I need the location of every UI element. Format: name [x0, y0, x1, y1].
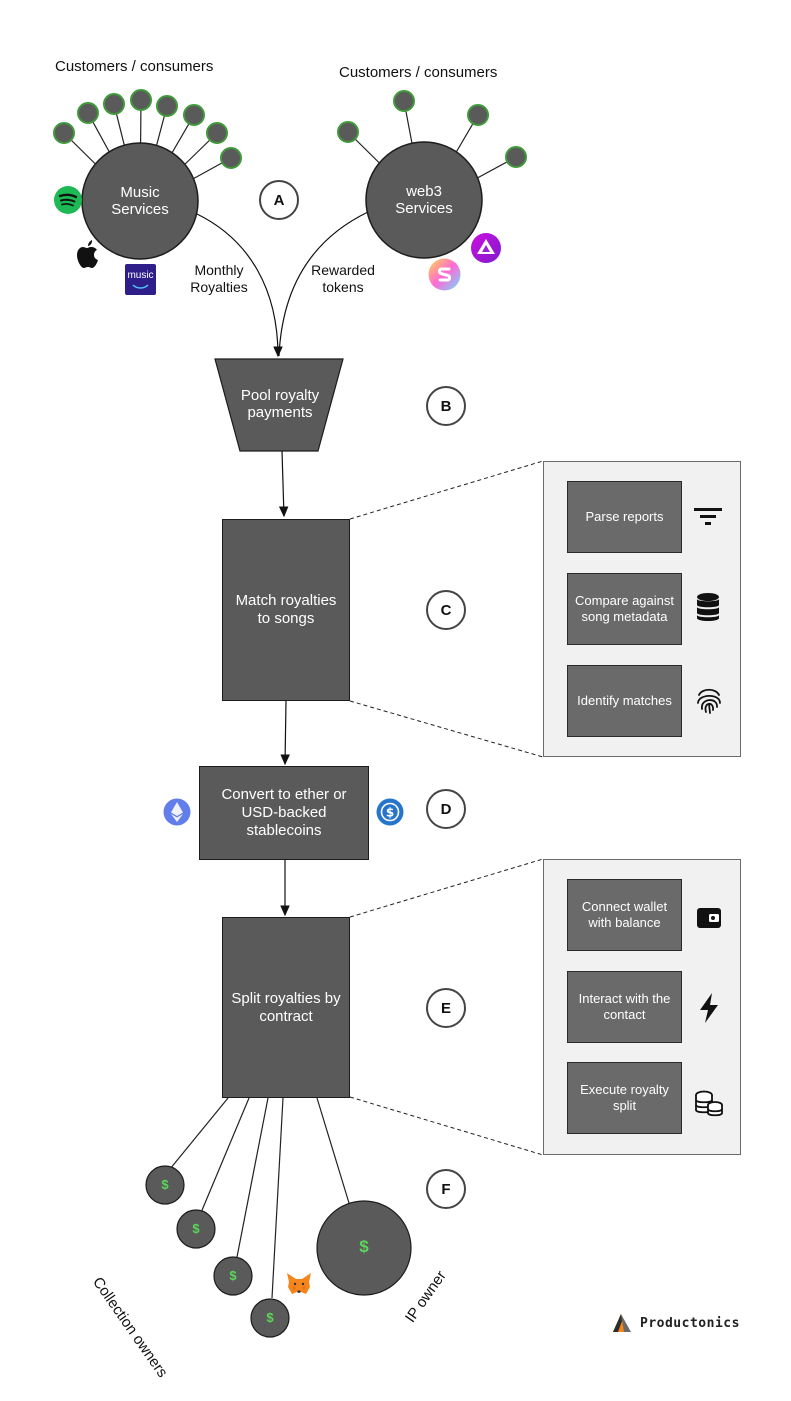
- customer-node: [77, 102, 99, 124]
- step-letter-e: E: [426, 988, 466, 1028]
- step-letter-c: C: [426, 590, 466, 630]
- usdc-icon: $: [376, 798, 404, 826]
- customer-node: [220, 147, 242, 169]
- dollar-sign: $: [266, 1310, 274, 1325]
- customers-label-left: Customers / consumers: [55, 58, 214, 75]
- amazon-music-badge-text: music: [127, 270, 154, 281]
- pool-to-match-arrow: [278, 450, 289, 518]
- dollar-sign: $: [161, 1177, 169, 1192]
- dollar-sign-large: $: [359, 1237, 369, 1256]
- dollar-sign: $: [229, 1268, 237, 1283]
- web3-services-hub: [365, 141, 483, 259]
- web3-customer-nodes: [337, 90, 527, 168]
- customers-label-right: Customers / consumers: [339, 64, 498, 81]
- ethereum-icon: [163, 798, 191, 826]
- identify-matches-step: Identify matches: [567, 665, 682, 737]
- convert-box: Convert to ether or USD-backed stablecoi…: [199, 766, 369, 860]
- lightning-icon: [700, 993, 718, 1023]
- step-letter-f: F: [426, 1169, 466, 1209]
- sound-xyz-icon: [428, 258, 461, 291]
- parse-reports-step: Parse reports: [567, 481, 682, 553]
- customer-node: [467, 104, 489, 126]
- fingerprint-icon: [697, 688, 721, 714]
- payout-lines: [169, 1097, 350, 1299]
- customer-node: [130, 89, 152, 111]
- collection-owner-node: [213, 1256, 253, 1296]
- customer-node: [337, 121, 359, 143]
- pool-label: Pool royalty payments: [240, 387, 320, 421]
- dollar-sign: $: [192, 1221, 200, 1236]
- spotify-icon: [54, 186, 82, 214]
- pool-trapezoid: [214, 358, 344, 452]
- connect-wallet-step: Connect wallet with balance: [567, 879, 682, 951]
- collection-owner-node: [250, 1298, 290, 1338]
- monthly-royalties-label: Monthly Royalties: [190, 262, 248, 295]
- music-services-hub: [81, 142, 199, 260]
- productonics-brand: Productonics: [640, 1316, 740, 1331]
- collection-owner-node: [176, 1209, 216, 1249]
- customer-node: [53, 122, 75, 144]
- amazon-smile-icon: [132, 284, 149, 289]
- customer-node: [183, 104, 205, 126]
- music-customer-nodes: [53, 89, 242, 169]
- coins-icon: [695, 1090, 723, 1117]
- database-icon: [697, 593, 719, 621]
- collection-owner-node: [145, 1165, 185, 1205]
- customer-node: [505, 146, 527, 168]
- audius-icon: [471, 233, 501, 263]
- step-letter-b: B: [426, 386, 466, 426]
- customer-node: [206, 122, 228, 144]
- match-to-convert-arrow: [280, 700, 290, 766]
- step-letter-d: D: [426, 789, 466, 829]
- web3-services-label: web3 Services: [395, 183, 453, 217]
- customer-node: [393, 90, 415, 112]
- music-services-label: Music Services: [111, 184, 169, 218]
- apple-icon: [77, 240, 98, 268]
- svg-text:$: $: [386, 806, 394, 820]
- metamask-fox-icon: [287, 1273, 311, 1294]
- filter-icon: [694, 508, 722, 525]
- wallet-icon: [697, 908, 721, 928]
- split-royalties-box: Split royalties by contract: [222, 917, 350, 1098]
- productonics-logo-icon: [613, 1314, 631, 1332]
- customer-node: [103, 93, 125, 115]
- rewarded-tokens-curve: [278, 211, 369, 357]
- ip-owner-node: [316, 1200, 412, 1296]
- step-letter-a: A: [259, 180, 299, 220]
- payout-circles: [145, 1165, 412, 1338]
- rewarded-tokens-label: Rewarded tokens: [311, 262, 375, 295]
- customer-node: [156, 95, 178, 117]
- interact-contract-step: Interact with the contact: [567, 971, 682, 1043]
- monthly-royalties-curve: [196, 213, 283, 358]
- match-royalties-box: Match royalties to songs: [222, 519, 350, 701]
- compare-metadata-step: Compare against song metadata: [567, 573, 682, 645]
- amazon-music-icon: music: [125, 264, 156, 295]
- execute-split-step: Execute royalty split: [567, 1062, 682, 1134]
